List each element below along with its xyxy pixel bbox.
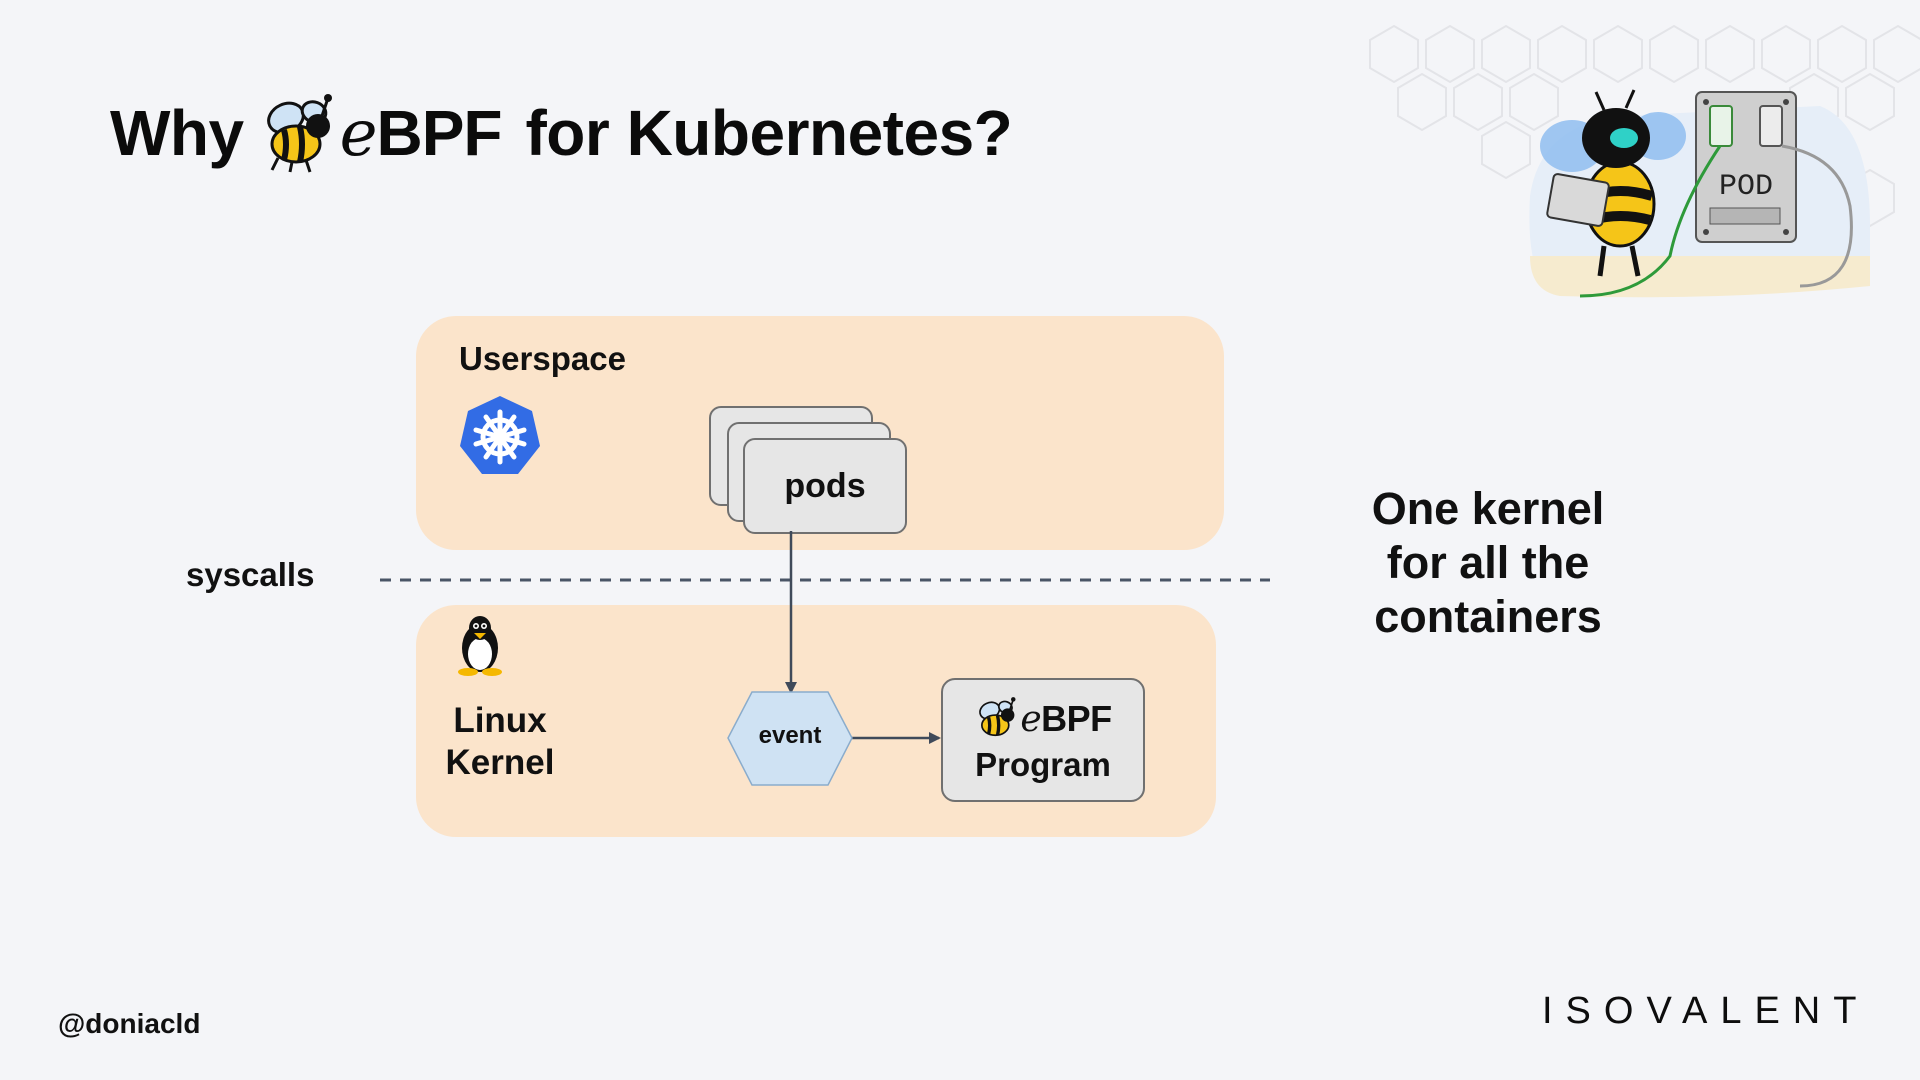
kubernetes-icon [460, 396, 540, 474]
author-handle: @doniacld [58, 1008, 201, 1039]
bee-pod-illustration: POD [1529, 89, 1870, 298]
linux-kernel-line1: Linux [453, 701, 547, 740]
pods-card: pods [743, 438, 907, 534]
linux-kernel-label: Linux Kernel [438, 700, 562, 784]
pods-label: pods [784, 466, 866, 505]
side-note-line1: One kernel [1371, 483, 1605, 534]
ebpf-logo-bpf: BPF [376, 96, 502, 169]
program-logo-bpf: BPF [1041, 698, 1112, 739]
tux-penguin-icon [458, 616, 502, 676]
side-note-line3: containers [1374, 591, 1602, 642]
event-label: event [758, 722, 822, 749]
bee-icon [266, 94, 332, 173]
pod-panel: POD [1695, 91, 1797, 243]
syscalls-label: syscalls [186, 556, 315, 593]
bee-character [1540, 89, 1686, 277]
side-note-line2: for all the [1386, 537, 1590, 588]
linux-kernel-line2: Kernel [445, 743, 555, 782]
page-title: Why eBPF for Kubernetes? [110, 92, 1013, 174]
ebpf-logo: eBPF [258, 92, 502, 174]
bee-icon [979, 697, 1016, 737]
ebpf-program-box: eBPF Program [941, 678, 1145, 802]
ebpf-logo-e: e [339, 96, 378, 171]
title-prefix: Why [110, 97, 244, 169]
title-suffix: for Kubernetes? [525, 97, 1013, 169]
userspace-label: Userspace [459, 340, 626, 377]
event-hexagon [727, 691, 853, 786]
program-label: Program [975, 746, 1111, 783]
pod-label: POD [1719, 170, 1773, 204]
company-logo: ISOVALENT [1542, 990, 1870, 1032]
program-logo-e: e [1020, 699, 1042, 740]
side-note: One kernel for all the containers [1340, 482, 1636, 644]
